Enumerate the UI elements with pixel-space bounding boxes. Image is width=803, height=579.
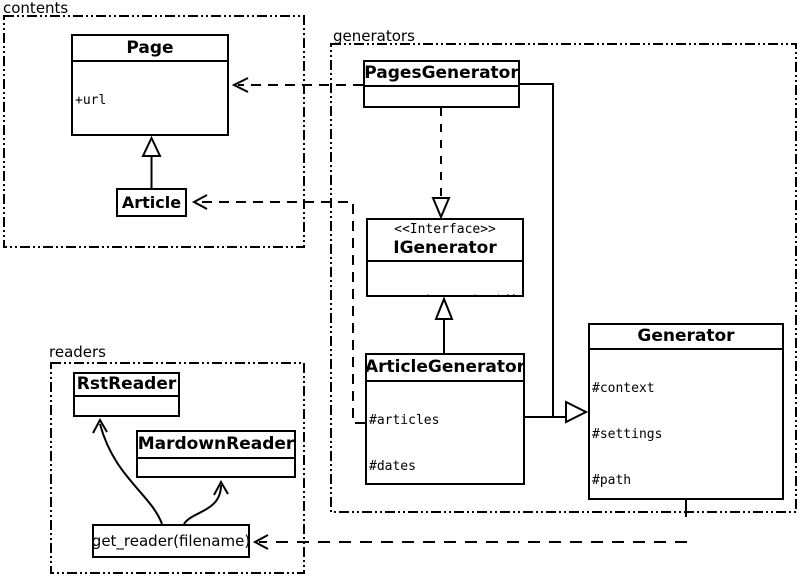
attribute: #articles [369, 413, 440, 428]
package-label-readers: readers [49, 343, 106, 361]
class-generator-name: Generator [637, 326, 735, 346]
class-page-attributes: +url +slug +summary [73, 60, 227, 134]
attribute: #context [592, 381, 655, 396]
class-rstreader-name: RstReader [76, 374, 177, 394]
class-igenerator-title: <<Interface>> IGenerator [368, 220, 522, 260]
package-label-generators: generators [333, 27, 415, 45]
class-rstreader: RstReader +read() [73, 372, 180, 417]
class-article-name: Article [121, 192, 182, 212]
class-igenerator-methods: +generate_context() +generate_output() [368, 260, 522, 295]
class-articlegenerator-name: ArticleGenerator [365, 357, 525, 377]
realization-pagesgenerator-igenerator [431, 108, 451, 220]
dependency-articlegenerator-article [191, 194, 365, 424]
get-reader-node: get_reader(filename) [92, 524, 250, 558]
class-igenerator: <<Interface>> IGenerator +generate_conte… [366, 218, 524, 297]
attribute: #settings [592, 427, 663, 442]
arrow-getreader-rstreader [92, 417, 163, 525]
class-generator: Generator #context #settings #path #them… [588, 323, 784, 500]
attribute: +url [75, 93, 107, 108]
package-border-contents [3, 15, 305, 248]
package-border-readers [50, 362, 305, 574]
method: +generate_context() [370, 293, 520, 295]
inheritance-generators-generator [520, 83, 589, 424]
class-page-name: Page [126, 37, 174, 58]
class-articlegenerator-attributes: #articles #dates #tags #categories [367, 380, 523, 483]
class-rstreader-methods: +read() [75, 395, 178, 415]
class-article: Article [116, 188, 187, 217]
inheritance-articlegenerator-igenerator [434, 296, 454, 353]
class-page: Page +url +slug +summary +check_properti… [71, 34, 229, 136]
class-mardownreader-name: MardownReader [137, 434, 295, 454]
dependency-pagesgenerator-page [231, 77, 363, 93]
arrow-getreader-mardownreader [183, 479, 229, 525]
class-articlegenerator: ArticleGenerator #articles #dates #tags … [365, 353, 525, 485]
class-generator-attributes: #context #settings #path #theme #output_… [590, 348, 782, 498]
interface-stereotype: <<Interface>> [394, 221, 496, 237]
class-mardownreader: MardownReader +read() [136, 430, 296, 478]
dependency-generator-getreader [252, 500, 687, 550]
class-pagesgenerator: PagesGenerator #pages [363, 60, 520, 108]
class-mardownreader-methods: +read() [138, 457, 294, 476]
attribute: #path [592, 473, 632, 488]
attribute: #dates [369, 459, 416, 474]
class-pagesgenerator-name: PagesGenerator [364, 63, 519, 83]
package-label-contents: contents [3, 0, 69, 17]
get-reader-label: get_reader(filename) [91, 532, 251, 550]
inheritance-article-page [141, 135, 162, 188]
package-border-generators [330, 43, 797, 513]
class-igenerator-name: IGenerator [393, 237, 497, 258]
class-pagesgenerator-attributes: #pages [365, 85, 518, 106]
